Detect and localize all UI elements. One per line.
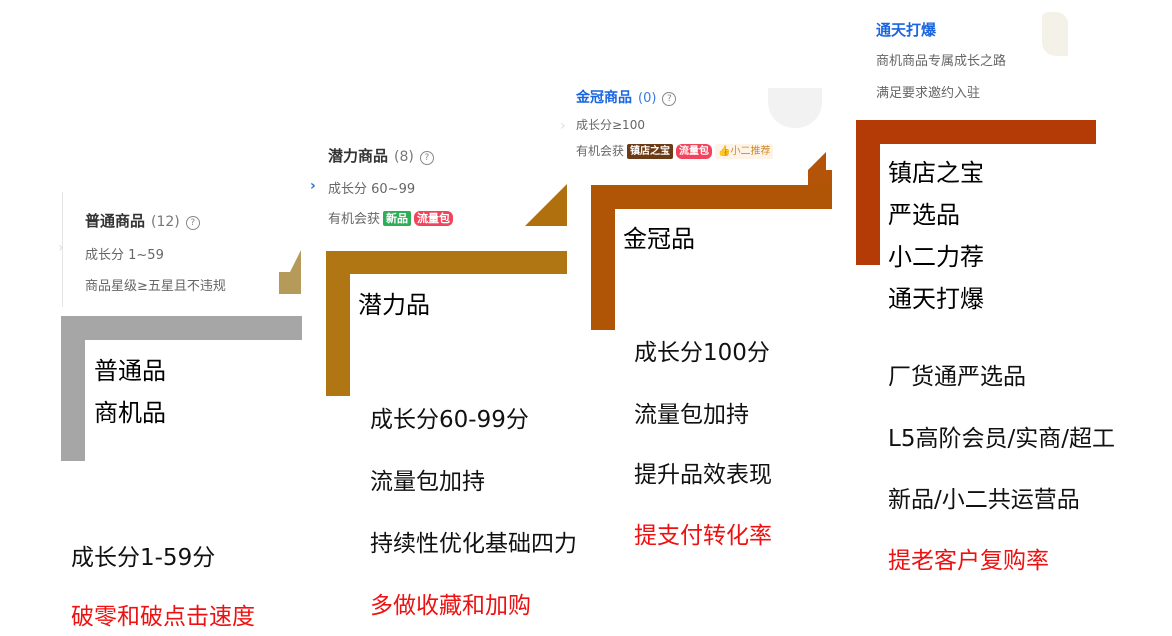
step-bar-vertical (326, 251, 350, 396)
card-description: 商机商品专属成长之路 (876, 54, 1007, 69)
card-title: 潜力商品 (328, 147, 389, 165)
tier-card-potential: 潜力商品 (8)? 成长分 60~99 有机会获新品流量包 (312, 132, 567, 240)
tier-detail: 成长分1-59分 (71, 545, 216, 571)
map-watermark-icon (1042, 12, 1068, 56)
card-benefits: 有机会获新品流量包 (328, 208, 454, 227)
tier-detail: 新品/小二共运营品 (888, 487, 1080, 513)
chevron-right-icon: › (560, 118, 566, 134)
badge-store-treasure: 镇店之宝 (627, 144, 674, 159)
card-title-row: 金冠商品 (0)? (576, 87, 677, 107)
step-bar-vertical (61, 316, 85, 461)
step-bar-horizontal (591, 185, 832, 209)
tier-label: 普通品 (94, 357, 166, 385)
help-icon[interactable]: ? (419, 151, 434, 165)
step-connector-triangle (525, 184, 567, 226)
help-icon[interactable]: ? (662, 92, 677, 106)
recommend-label: 小二推荐 (730, 146, 771, 157)
tier-highlight: 多做收藏和加购 (370, 593, 531, 619)
tier-highlight: 破零和破点击速度 (71, 604, 255, 630)
step-bar-vertical (591, 185, 615, 330)
step-connector-triangle (808, 152, 826, 170)
tier-card-normal: 普通商品 (12)? 成长分 1~59 商品星级≥五星且不违规 (62, 192, 303, 307)
tier-detail: 流量包加持 (634, 402, 749, 428)
tier-label: 镇店之宝 (888, 159, 984, 187)
step-bar-horizontal (326, 251, 567, 274)
benefit-prefix: 有机会获 (576, 144, 625, 158)
card-title: 普通商品 (85, 212, 146, 230)
card-title: 金冠商品 (576, 90, 632, 106)
tier-detail: 成长分60-99分 (370, 407, 529, 433)
badge-recommend: 👍小二推荐 (715, 144, 774, 159)
badge-new-product: 新品 (383, 211, 412, 226)
tier-card-top: 通天打爆 商机商品专属成长之路 满足要求邀约入驻 (862, 4, 1072, 114)
card-requirement: 满足要求邀约入驻 (876, 86, 981, 101)
growth-score-range: 成长分≥100 (576, 118, 645, 132)
tier-detail: 成长分100分 (634, 340, 770, 366)
tier-detail: L5高阶会员/实商/超工 (888, 426, 1115, 452)
crown-watermark-icon (768, 88, 822, 128)
card-benefits: 有机会获镇店之宝流量包👍小二推荐 (576, 142, 774, 159)
help-icon[interactable]: ? (185, 216, 200, 230)
tier-label: 通天打爆 (888, 285, 984, 313)
tier-highlight: 提老客户复购率 (888, 548, 1049, 574)
badge-traffic-pack: 流量包 (676, 144, 713, 159)
thumbs-up-icon: 👍 (718, 146, 731, 157)
chevron-right-icon: › (58, 240, 64, 256)
tier-label: 严选品 (888, 201, 960, 229)
card-title: 通天打爆 (876, 21, 937, 39)
step-bar-horizontal (61, 316, 302, 340)
card-count: (0) (638, 91, 657, 106)
card-title-row: 普通商品 (12)? (85, 210, 200, 231)
tier-detail: 提升品效表现 (634, 462, 772, 488)
benefit-prefix: 有机会获 (328, 212, 381, 227)
step-bar-horizontal (856, 120, 1096, 144)
chevron-right-icon: › (310, 178, 316, 194)
tier-detail: 流量包加持 (370, 469, 485, 495)
tier-highlight: 提支付转化率 (634, 523, 772, 549)
tier-card-crown: 金冠商品(0)? 成长分≥100 有机会获镇店之宝流量包👍小二推荐 (562, 74, 832, 179)
tier-detail: 厂货通严选品 (888, 364, 1026, 390)
card-title-row: 潜力商品 (8)? (328, 145, 434, 166)
card-count: (12) (151, 214, 180, 230)
growth-score-range: 成长分 60~99 (328, 182, 416, 197)
step-bar-vertical (856, 120, 880, 265)
tier-label: 小二力荐 (888, 243, 984, 271)
tier-label: 商机品 (94, 399, 166, 427)
badge-traffic-pack: 流量包 (414, 211, 454, 226)
tier-detail: 持续性优化基础四力 (370, 531, 577, 557)
card-requirement: 商品星级≥五星且不违规 (85, 279, 226, 294)
card-count: (8) (394, 149, 414, 165)
growth-score-range: 成长分 1~59 (85, 248, 164, 263)
step-connector-block (279, 272, 301, 294)
tier-label: 潜力品 (358, 291, 430, 319)
tier-label: 金冠品 (623, 225, 695, 253)
